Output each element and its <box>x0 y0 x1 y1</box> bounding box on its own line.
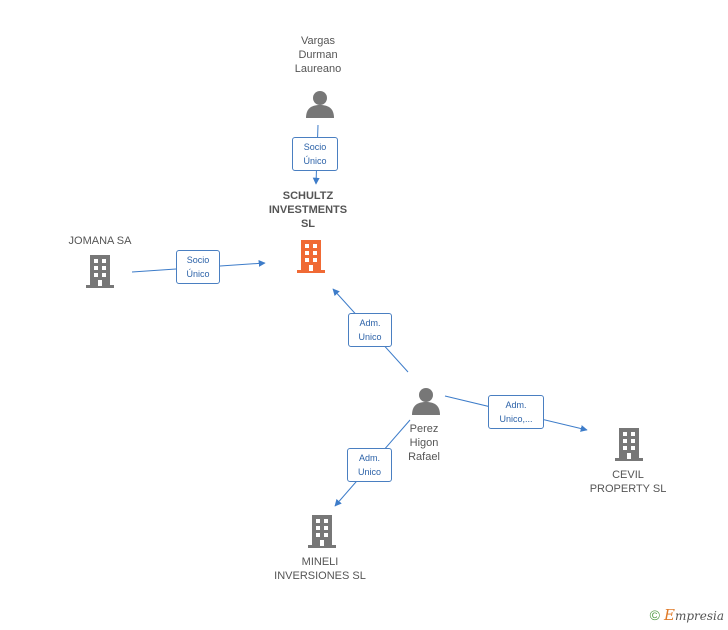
edge-label-perez-mineli: Adm. Unico <box>347 448 392 482</box>
node-label-cevil[interactable]: CEVIL PROPERTY SL <box>589 469 667 495</box>
edge-label-perez-schultz: Adm. Unico <box>348 313 392 347</box>
person-icon <box>306 91 334 118</box>
building-icon <box>615 428 643 461</box>
copyright-icon: © <box>649 607 660 623</box>
building-icon <box>297 240 325 273</box>
node-label-mineli[interactable]: MINELI INVERSIONES SL <box>274 556 366 582</box>
brand-rest: mpresia <box>674 609 724 623</box>
building-icon <box>86 255 114 288</box>
brand-first-letter: E <box>663 606 675 624</box>
brand-logo: Empresia <box>664 606 724 624</box>
node-label-vargas[interactable]: Vargas Durman Laureano <box>294 35 342 75</box>
node-label-perez[interactable]: Perez Higon Rafael <box>408 423 440 463</box>
edge-label-vargas-schultz: Socio Único <box>292 137 338 171</box>
footer-brand: © Empresia <box>650 606 724 624</box>
node-label-jomana[interactable]: JOMANA SA <box>68 235 132 247</box>
node-label-schultz[interactable]: SCHULTZ INVESTMENTS SL <box>268 190 348 230</box>
edge-label-perez-cevil: Adm. Unico,... <box>488 395 544 429</box>
edge-label-jomana-schultz: Socio Único <box>176 250 220 284</box>
building-icon <box>308 515 336 548</box>
person-icon <box>412 388 440 415</box>
